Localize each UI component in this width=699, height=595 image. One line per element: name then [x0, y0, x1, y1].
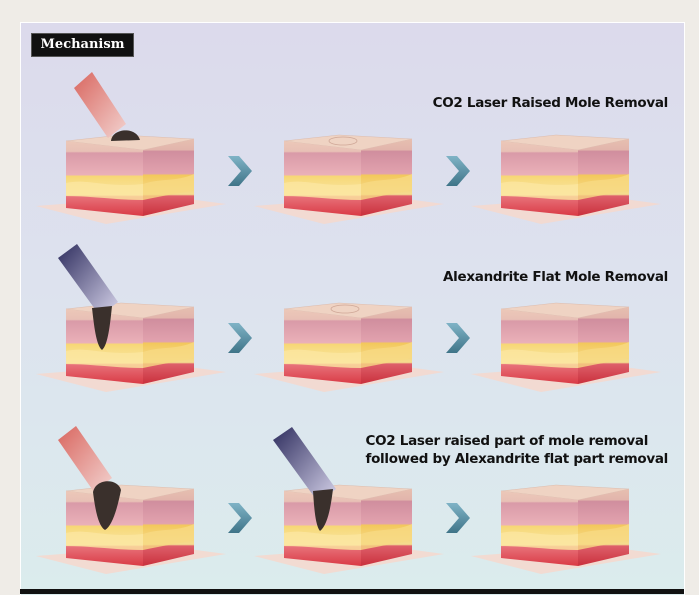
mechanism-badge: Mechanism	[31, 33, 134, 57]
arrow-icon	[228, 323, 252, 353]
flat-mole-icon	[92, 306, 112, 350]
arrow-icon	[228, 156, 252, 186]
co2-laser-beam-icon	[58, 426, 112, 492]
row-3-step-2	[253, 427, 445, 575]
arrow-icon	[446, 503, 470, 533]
row-3-title-line-2: followed by Alexandrite flat part remova…	[365, 451, 669, 467]
row-2-step-1	[35, 244, 227, 393]
mole-icon	[93, 481, 121, 530]
row-1-title: CO2 Laser Raised Mole Removal	[432, 95, 669, 111]
row-1-step-3	[470, 134, 662, 225]
alexandrite-laser-beam-icon	[58, 244, 118, 316]
arrow-icon	[446, 156, 470, 186]
flat-mole-icon	[313, 489, 333, 531]
row-1-step-2	[253, 134, 445, 225]
row-3-step-1	[35, 426, 227, 575]
co2-laser-beam-icon	[74, 72, 126, 138]
alexandrite-laser-beam-icon	[273, 427, 336, 502]
arrow-icon	[446, 323, 470, 353]
bottom-divider	[20, 589, 684, 594]
row-2-title: Alexandrite Flat Mole Removal	[443, 269, 668, 285]
row-3-title-line-1: CO2 Laser raised part of mole removal	[365, 433, 649, 449]
row-1-step-1	[35, 72, 227, 225]
arrow-icon	[228, 503, 252, 533]
row-2-step-3	[470, 302, 662, 393]
row-3-step-3	[470, 484, 662, 575]
row-2-step-2	[253, 302, 445, 393]
row-3-title: CO2 Laser raised part of mole removal fo…	[366, 432, 669, 468]
raised-mole-icon	[111, 130, 140, 141]
